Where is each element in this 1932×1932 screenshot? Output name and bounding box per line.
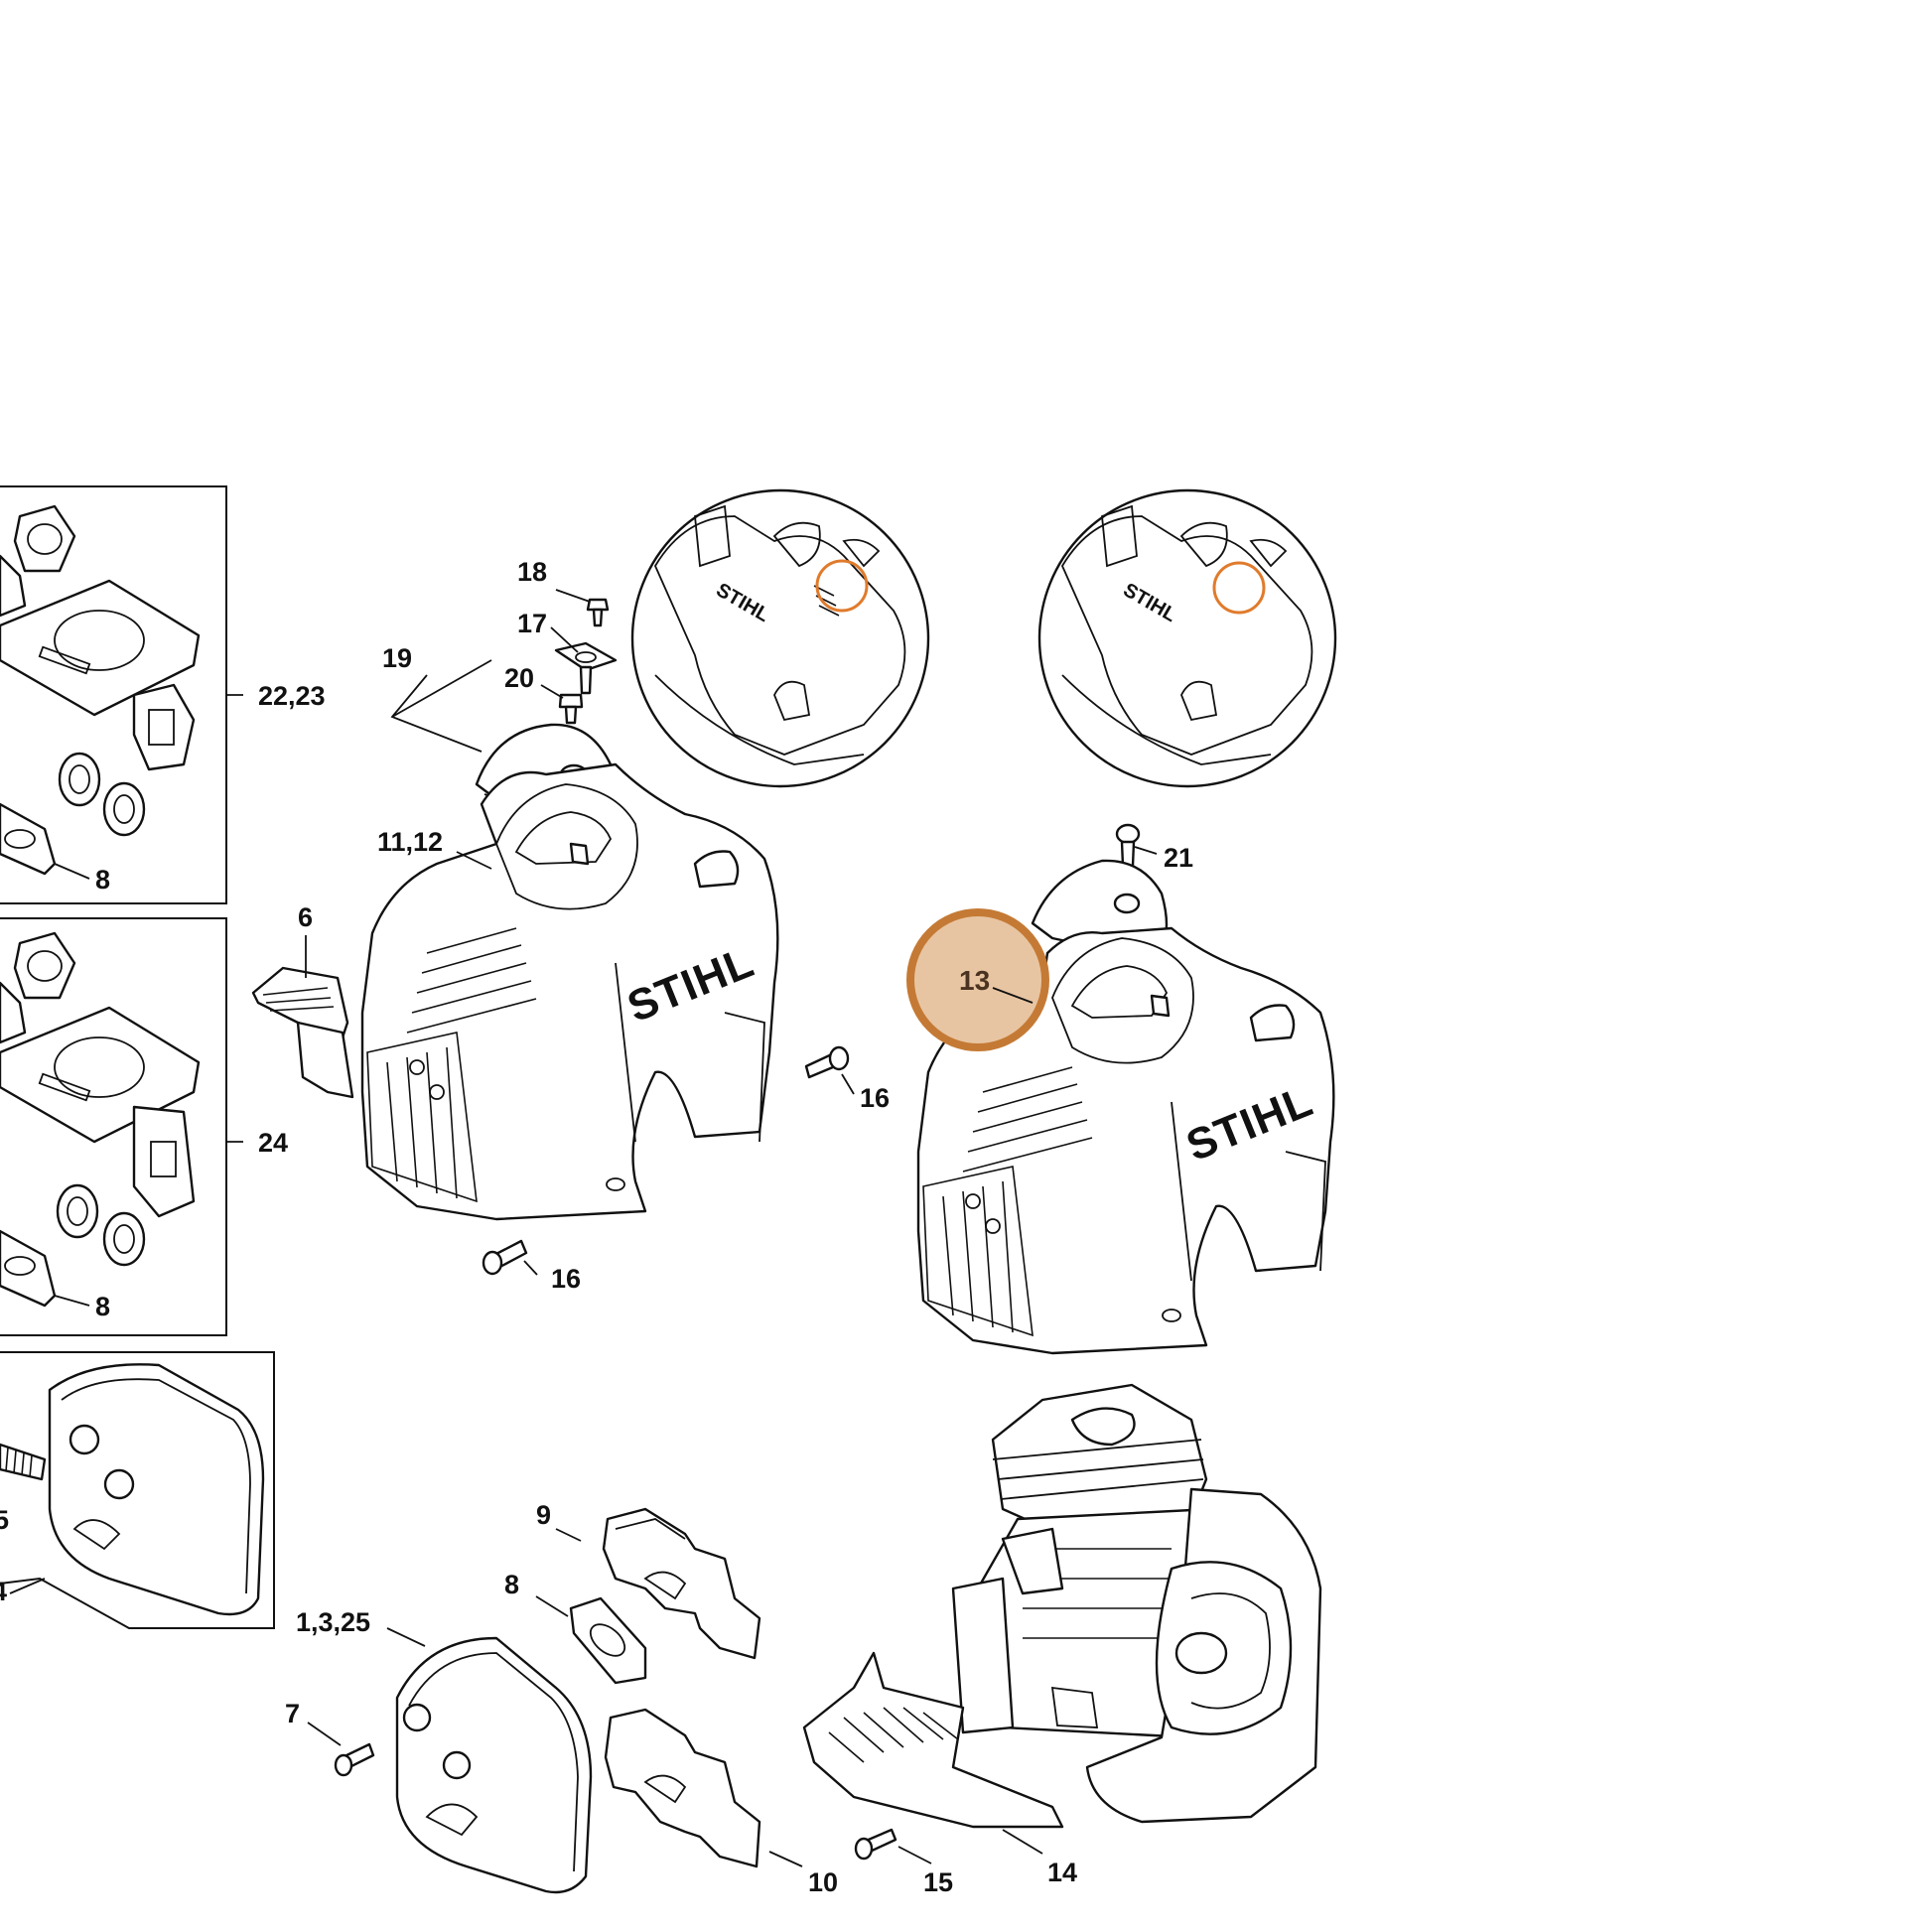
label-4: 4 — [0, 1577, 7, 1606]
leader-lines — [305, 589, 1158, 1867]
label-16b: 16 — [551, 1264, 581, 1294]
engine-block[interactable] — [951, 1383, 1322, 1824]
label-5: 5 — [0, 1505, 9, 1535]
screw-7[interactable] — [334, 1742, 375, 1777]
label-22-23: 22,23 — [258, 681, 326, 711]
gasket-kit-box-lower[interactable] — [0, 917, 243, 1336]
plate-9[interactable] — [602, 1507, 761, 1660]
detail-view-left: STIHL — [630, 488, 930, 788]
label-24: 24 — [258, 1128, 288, 1158]
vent-grill — [922, 1066, 1093, 1337]
detail-view-right: STIHL — [1037, 488, 1337, 788]
gasket-kit-box-upper[interactable] — [0, 485, 243, 904]
muffler-box[interactable] — [0, 1351, 275, 1629]
label-17: 17 — [517, 609, 547, 638]
highlight-marker-13[interactable]: 13 — [906, 908, 1049, 1051]
label-15: 15 — [923, 1867, 953, 1897]
label-8a: 8 — [95, 865, 110, 895]
label-1-3-25: 1,3,25 — [296, 1607, 370, 1637]
screw-18[interactable] — [586, 598, 610, 627]
label-11-12: 11,12 — [377, 827, 443, 857]
shield-10[interactable] — [604, 1708, 761, 1868]
valve-17[interactable] — [554, 641, 618, 695]
detail-highlight-ring — [1212, 561, 1266, 615]
detail-highlight-ring — [815, 559, 869, 613]
label-7: 7 — [285, 1699, 300, 1728]
left-shroud[interactable]: STIHL — [360, 762, 779, 1221]
screw-20[interactable] — [558, 693, 584, 725]
vent-grill — [366, 927, 537, 1203]
screw-16-bottom[interactable] — [482, 1239, 528, 1276]
label-14: 14 — [1047, 1858, 1077, 1887]
label-20: 20 — [504, 663, 534, 693]
label-6: 6 — [298, 902, 313, 932]
muffler[interactable] — [395, 1636, 593, 1894]
bolt-icon — [0, 1443, 47, 1481]
screw-15[interactable] — [854, 1828, 897, 1861]
label-18: 18 — [517, 557, 547, 587]
bottom-guard-14[interactable] — [802, 1651, 1064, 1829]
callout-labels: 18 17 19 20 22,23 8 11,12 6 24 16 16 8 2… — [0, 557, 1193, 1897]
label-10: 10 — [808, 1867, 838, 1897]
highlight-circle — [906, 908, 1049, 1051]
label-8b: 8 — [95, 1292, 110, 1321]
screw-16-right[interactable] — [804, 1045, 850, 1079]
label-8c: 8 — [504, 1570, 519, 1599]
label-21: 21 — [1164, 843, 1193, 873]
label-19: 19 — [382, 643, 412, 673]
highlight-label: 13 — [959, 965, 990, 996]
label-16a: 16 — [860, 1083, 890, 1113]
gasket-8[interactable] — [569, 1596, 647, 1685]
guard-6[interactable] — [251, 966, 354, 1099]
screw-21[interactable] — [1115, 823, 1141, 868]
label-9: 9 — [536, 1500, 551, 1530]
